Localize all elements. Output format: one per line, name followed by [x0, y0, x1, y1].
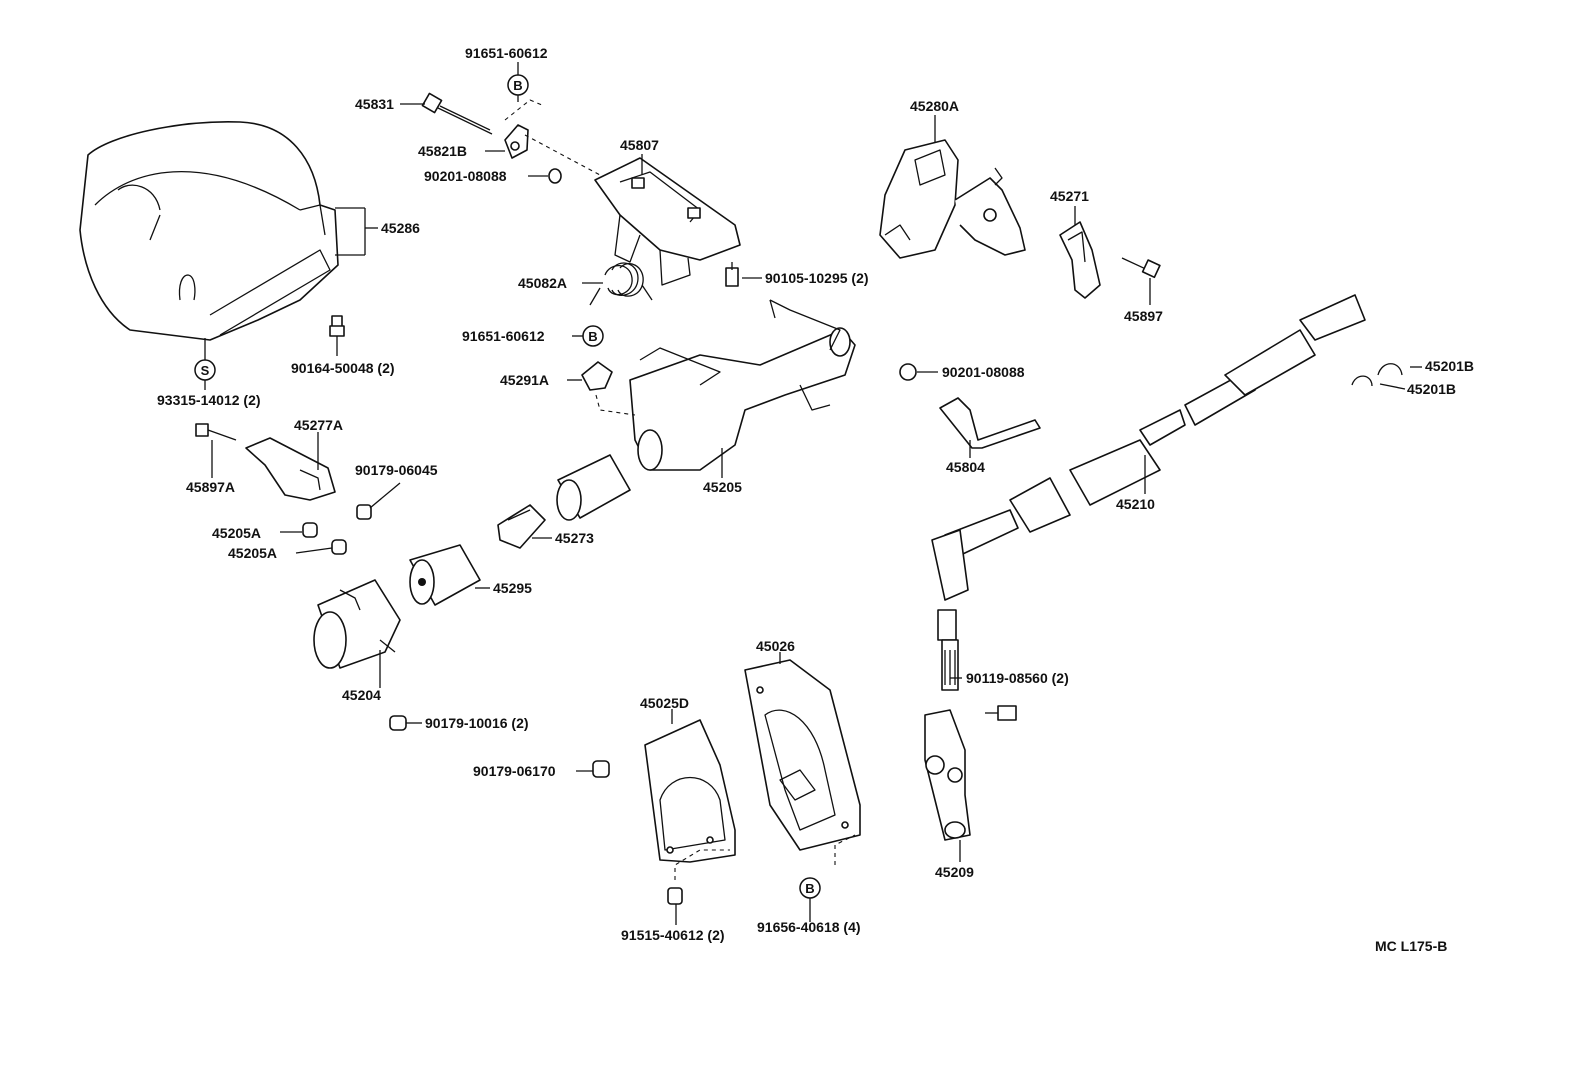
clip-45291A-part	[581, 361, 613, 391]
label-45295: 45295	[493, 580, 532, 596]
dashed-guide-c	[595, 394, 636, 416]
clip-45201B-part-a	[1377, 363, 1403, 376]
label-45897A: 45897A	[186, 479, 235, 495]
nut-90179-06045-part	[356, 504, 372, 520]
clip-45201B-part-b	[1351, 375, 1373, 387]
nut-90179-10016-part	[389, 715, 407, 731]
label-45821B: 45821B	[418, 143, 467, 159]
label-90179-06170: 90179-06170	[473, 763, 556, 779]
bolt-90119-part	[985, 705, 1017, 721]
bolt-45897A-part	[195, 423, 237, 441]
label-93315-14012: 93315-14012 (2)	[157, 392, 261, 408]
bushing-45205A-part-b	[331, 539, 347, 555]
dashed-guide-e	[834, 834, 856, 865]
label-91515-40612: 91515-40612 (2)	[621, 927, 725, 943]
dashed-guide-d	[674, 849, 730, 880]
washer-90201-part-b	[899, 363, 917, 381]
column-tube-45205-part	[629, 299, 856, 471]
leader-lines	[204, 62, 1422, 925]
circle-marker-s-left: S	[194, 359, 216, 381]
circle-marker-b-top: B	[507, 74, 529, 96]
label-45204: 45204	[342, 687, 381, 703]
label-45286: 45286	[381, 220, 420, 236]
plate-45026-part	[744, 659, 861, 851]
sleeve-part	[556, 454, 631, 521]
dashed-guide-b	[524, 134, 601, 176]
circle-marker-b-bottom: B	[799, 877, 821, 899]
svg-text:B: B	[513, 78, 522, 93]
universal-joint-upper-part	[931, 529, 969, 691]
dashed-guide-a	[504, 99, 543, 121]
label-45201B-b: 45201B	[1407, 381, 1456, 397]
label-45277A: 45277A	[294, 417, 343, 433]
label-45209: 45209	[935, 864, 974, 880]
label-45082A: 45082A	[518, 275, 567, 291]
label-45804: 45804	[946, 459, 985, 475]
bushing-45205A-part-a	[302, 522, 318, 538]
label-45273: 45273	[555, 530, 594, 546]
label-90201-08088-a: 90201-08088	[424, 168, 507, 184]
label-45205A-b: 45205A	[228, 545, 277, 561]
label-45205: 45205	[703, 479, 742, 495]
svg-text:B: B	[588, 329, 597, 344]
plate-45821B-part	[504, 124, 529, 159]
universal-joint-45209-part	[924, 709, 971, 841]
bracket-45807-part	[594, 157, 741, 286]
label-91651-60612-mid: 91651-60612	[462, 328, 545, 344]
svg-text:B: B	[805, 881, 814, 896]
label-90105-10295: 90105-10295 (2)	[765, 270, 869, 286]
label-45026: 45026	[756, 638, 795, 654]
bolt-45831-part	[421, 92, 493, 135]
label-91656-40618: 91656-40618 (4)	[757, 919, 861, 935]
label-45201B-a: 45201B	[1425, 358, 1474, 374]
diagram-code: MC L175-B	[1375, 938, 1447, 954]
svg-text:S: S	[201, 363, 210, 378]
circle-marker-b-mid: B	[582, 325, 604, 347]
lock-housing-45280A-part	[879, 139, 1026, 259]
bracket-45277A-part	[245, 437, 336, 501]
label-45205A-a: 45205A	[212, 525, 261, 541]
collar-45295-part	[409, 544, 481, 606]
label-91651-60612-top: 91651-60612	[465, 45, 548, 61]
washer-90201-part-a	[548, 168, 562, 184]
main-shaft-45210-part	[944, 294, 1366, 561]
collar-45273-part	[497, 504, 546, 549]
label-90179-10016: 90179-10016 (2)	[425, 715, 529, 731]
spring-45082A-part	[589, 262, 653, 306]
bracket-45271-part	[1059, 221, 1101, 299]
label-90179-06045: 90179-06045	[355, 462, 438, 478]
label-45291A: 45291A	[500, 372, 549, 388]
boot-45025D-part	[644, 719, 736, 863]
label-45807: 45807	[620, 137, 659, 153]
label-45271: 45271	[1050, 188, 1089, 204]
column-cover-part	[79, 121, 339, 341]
label-45280A: 45280A	[910, 98, 959, 114]
label-45897: 45897	[1124, 308, 1163, 324]
label-45025D: 45025D	[640, 695, 689, 711]
label-90201-08088-b: 90201-08088	[942, 364, 1025, 380]
bolt-45897-part	[1121, 257, 1161, 279]
label-45210: 45210	[1116, 496, 1155, 512]
bolt-90105-part	[725, 262, 739, 287]
label-90164-50048: 90164-50048 (2)	[291, 360, 395, 376]
stud-90164-part	[329, 315, 345, 337]
label-90119-08560: 90119-08560 (2)	[966, 670, 1069, 686]
label-45831: 45831	[355, 96, 394, 112]
nut-90179-06170-part	[592, 760, 610, 778]
bolt-91515-part	[667, 887, 683, 905]
housing-45204-part	[313, 579, 401, 669]
bracket-45804-part	[939, 397, 1041, 449]
